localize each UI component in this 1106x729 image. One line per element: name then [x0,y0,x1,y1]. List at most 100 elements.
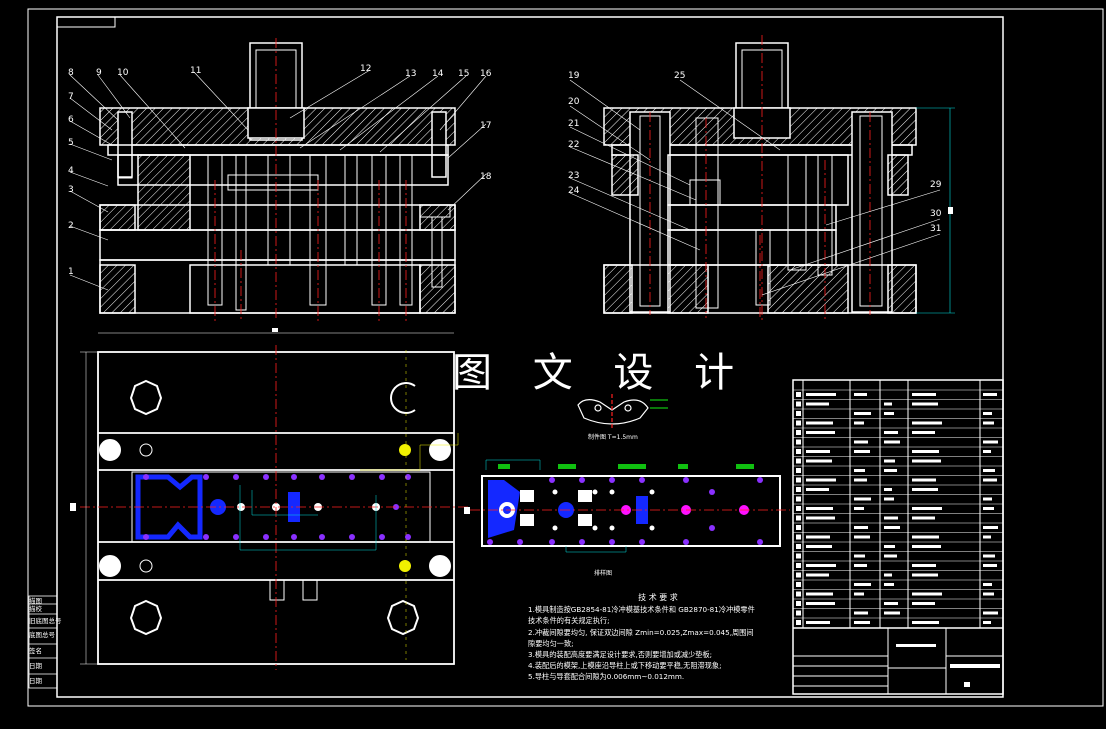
tech-req-line-7: 5.导柱与导套配合间隙为0.006mm~0.012mm. [528,672,685,682]
plan-screw-marks [143,474,411,540]
title-block-text-block [912,431,935,434]
callout-19: 19 [568,71,580,81]
title-block-text-block [806,402,829,406]
title-block-text-block [912,621,939,624]
title-block-row-marker [796,525,801,530]
title-block-scale-box [964,682,970,687]
title-block-text-block [884,412,894,415]
title-block-text-block [884,459,895,463]
title-block-text-block [912,573,938,577]
title-block-text-blocks [796,392,998,625]
title-block-text-block [912,516,935,520]
title-block-text-block [806,507,833,510]
title-block-text-block [806,602,835,605]
side-view-dimension [916,107,955,314]
title-block-text-block [983,554,995,558]
title-block-text-block [912,421,942,425]
title-block-text-block [884,554,897,558]
title-block-row-marker [796,401,801,407]
title-block-text-block [806,564,836,567]
title-block-row-marker [796,458,801,464]
title-block-text-block [912,602,935,605]
title-block-text-block [983,440,998,444]
title-block-row-marker [796,553,801,559]
title-block-text-block [854,583,871,586]
title-block-text-block [854,469,865,472]
part-sketch [577,394,668,428]
tech-req-line-1: 1.模具制造按GB2854-81冷冲模基技术条件和 GB2870-81冷冲模零件 [528,605,755,615]
plan-centerlines [80,345,470,670]
inner-border [56,16,1004,698]
title-block-text-block [983,507,994,510]
title-block-text-block [806,516,835,520]
title-block-text-block [983,469,995,472]
title-block-text-block [854,621,870,624]
callout-30: 30 [930,209,942,219]
title-block-text-block [806,573,829,577]
outer-border [27,8,1104,707]
callout-1: 1 [68,267,74,277]
title-block-text-block [806,478,836,482]
callout-25: 25 [674,71,685,81]
title-block-text-block [854,412,871,415]
title-block-text-block [806,592,833,596]
title-block-text-block [806,450,830,453]
title-block-text-block [806,621,830,624]
callout-6: 6 [68,115,74,125]
tech-req-line-4: 隙要均匀一致; [528,638,574,648]
title-block-text-block [912,459,941,463]
title-block-row-marker [796,439,801,445]
callout-14: 14 [432,69,444,79]
title-block-text-block [806,545,832,548]
title-block-row-marker [796,496,801,502]
callout-24: 24 [568,186,580,196]
title-block-text-block [912,507,942,510]
strip-caption: 排样图 [594,570,613,577]
callout-10: 10 [117,68,129,78]
title-block-text-block [854,440,868,444]
title-block-text-block [884,611,900,615]
callout-11: 11 [190,66,201,76]
front-view-centerlines [214,38,407,322]
title-block-text-block [884,488,892,491]
title-block-text-block [854,497,871,501]
title-block-row-marker [796,582,801,587]
title-block-text-block [884,526,900,529]
callout-numbers-left: 1 2 3 4 5 6 7 8 9 10 11 12 13 14 15 16 1… [68,64,492,277]
callout-16: 16 [480,69,492,79]
title-block-text-block [983,421,994,425]
title-block-text-block [854,393,867,396]
plan-annotation-lines [80,332,459,665]
callout-5: 5 [68,138,74,148]
title-block-text-block [854,535,870,539]
callout-13: 13 [405,69,416,79]
title-block-row-marker [796,572,801,578]
title-block-text-block [983,450,991,453]
title-block-drawing-no [950,664,1000,668]
title-block-text-block [983,526,998,529]
technical-requirements: 技 术 要 求 1.模具制造按GB2854-81冷冲模基技术条件和 GB2870… [528,592,788,683]
callout-23: 23 [568,171,579,181]
callout-20: 20 [568,97,580,107]
callout-8: 8 [68,68,74,78]
title-block-text-block [912,450,939,453]
title-block-text-block [884,573,892,577]
tech-req-line-5: 3.模具的装配高度要满足设计要求,否则要增加或减少垫板; [528,650,713,660]
title-block-text-block [854,507,864,510]
title-block-row-marker [796,506,801,511]
title-block-row-marker [796,487,801,492]
title-block-row-marker [796,420,801,426]
title-block-row-marker [796,620,801,625]
title-block-text-block [806,488,829,491]
title-block-text-block [912,478,936,482]
title-block-text-block [854,526,868,529]
title-block-text-block [806,535,830,539]
title-block-text-block [983,412,992,415]
title-block-text-block [854,450,870,453]
title-block-text-block [983,478,997,482]
title-block-row-marker [796,392,801,397]
callout-9: 9 [96,68,102,78]
title-block-text-block [806,431,835,434]
title-block-rows [793,389,1003,619]
corner-tab [56,16,116,28]
